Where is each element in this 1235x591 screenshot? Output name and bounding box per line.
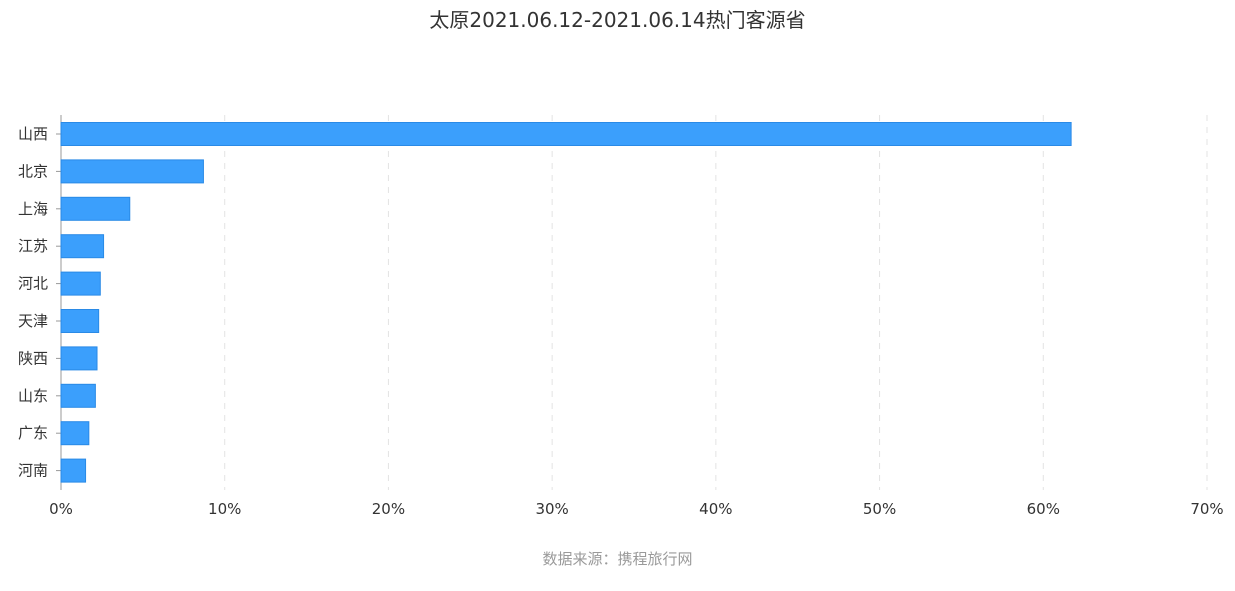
y-category-label: 广东 bbox=[18, 424, 48, 442]
y-category-label: 上海 bbox=[18, 200, 48, 218]
y-category-label: 陕西 bbox=[18, 349, 48, 367]
chart-title: 太原2021.06.12-2021.06.14热门客源省 bbox=[429, 8, 806, 32]
y-category-label: 北京 bbox=[18, 162, 48, 180]
bar-江苏 bbox=[60, 234, 105, 259]
data-source-note: 数据来源：携程旅行网 bbox=[542, 550, 693, 568]
x-tick-label: 10% bbox=[208, 500, 241, 518]
y-category-label: 河北 bbox=[18, 275, 48, 293]
y-category-label: 河南 bbox=[18, 462, 48, 480]
x-tick-label: 50% bbox=[863, 500, 896, 518]
x-tick-label: 70% bbox=[1190, 500, 1223, 518]
y-category-label: 江苏 bbox=[18, 237, 48, 255]
x-tick-label: 0% bbox=[49, 500, 73, 518]
bar-上海 bbox=[60, 196, 131, 221]
y-category-label: 山西 bbox=[18, 125, 48, 143]
bar-河北 bbox=[60, 271, 101, 296]
bar-山西 bbox=[60, 122, 1072, 146]
bar-北京 bbox=[60, 159, 204, 184]
x-tick-label: 30% bbox=[535, 500, 568, 518]
y-category-label: 天津 bbox=[18, 312, 48, 330]
y-category-label: 山东 bbox=[18, 387, 48, 405]
x-tick-label: 60% bbox=[1027, 500, 1060, 518]
bar-天津 bbox=[60, 309, 100, 333]
bar-河南 bbox=[60, 458, 87, 483]
bar-广东 bbox=[60, 421, 90, 446]
x-tick-label: 40% bbox=[699, 500, 732, 518]
x-tick-label: 20% bbox=[372, 500, 405, 518]
bar-陕西 bbox=[60, 346, 98, 371]
bar-山东 bbox=[60, 383, 96, 408]
